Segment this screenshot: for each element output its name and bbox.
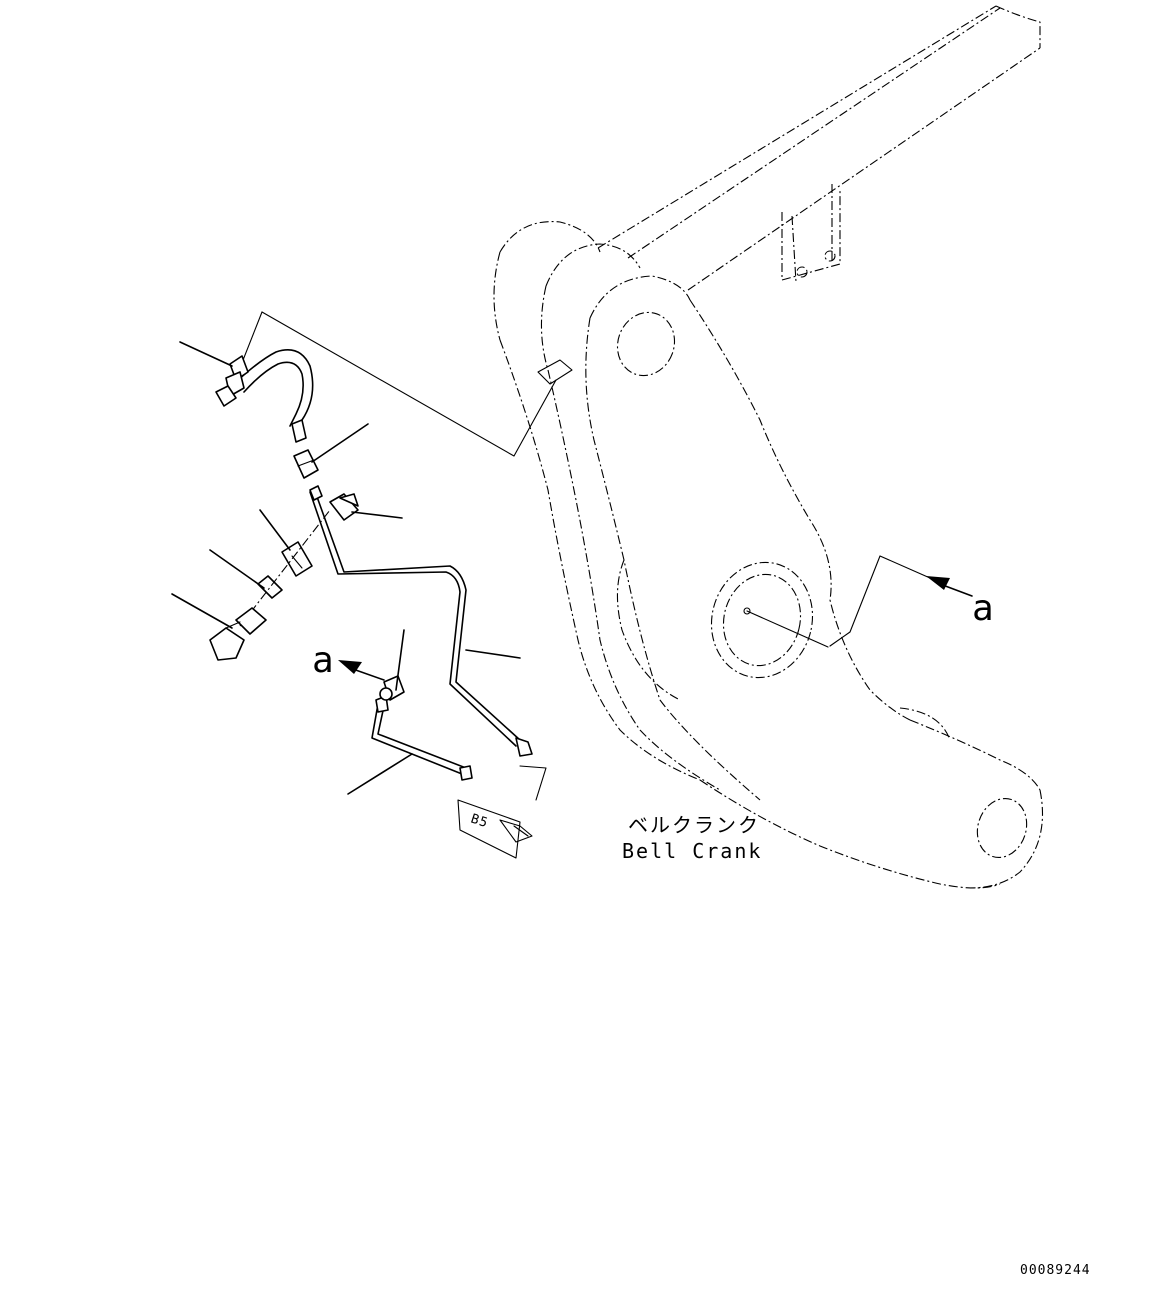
- connector-detail: [457, 765, 547, 859]
- detail-leader-lines: [231, 311, 931, 648]
- leader-tube-long: [465, 649, 521, 659]
- leader-bolt: [171, 593, 233, 629]
- clamp-upper: [329, 493, 359, 521]
- part-label-jp: ベルクランク: [628, 813, 760, 837]
- assembly-axis: [239, 509, 331, 627]
- part-label-en: Bell Crank: [622, 839, 762, 863]
- clamp-lower: [281, 541, 313, 577]
- boom-arm-outline: [597, 5, 1041, 291]
- flexible-hose: [215, 349, 314, 443]
- grease-tube-long: [309, 485, 533, 757]
- leader-grease-fitting: [395, 629, 405, 691]
- view-arrow-right: [926, 576, 973, 597]
- leader-plate: [209, 549, 265, 589]
- leader-hose-top: [179, 341, 233, 367]
- view-marker-left: a: [312, 640, 334, 681]
- adapter-fitting: [293, 449, 319, 479]
- grease-tube-short: [371, 695, 473, 781]
- leader-tube-short: [347, 753, 413, 795]
- leader-clamp-lower: [259, 509, 291, 551]
- view-arrow-left: [338, 660, 385, 681]
- leader-adapter: [311, 423, 369, 463]
- connector-tag: B5: [469, 812, 490, 832]
- grease-fitting: [379, 675, 405, 701]
- view-marker-right: a: [972, 588, 994, 629]
- drawing-number: 00089244: [1020, 1263, 1091, 1278]
- bolt: [209, 607, 267, 661]
- bell-crank-outline: [493, 221, 1043, 889]
- leader-clamp-upper: [351, 511, 403, 519]
- plate: [257, 575, 283, 599]
